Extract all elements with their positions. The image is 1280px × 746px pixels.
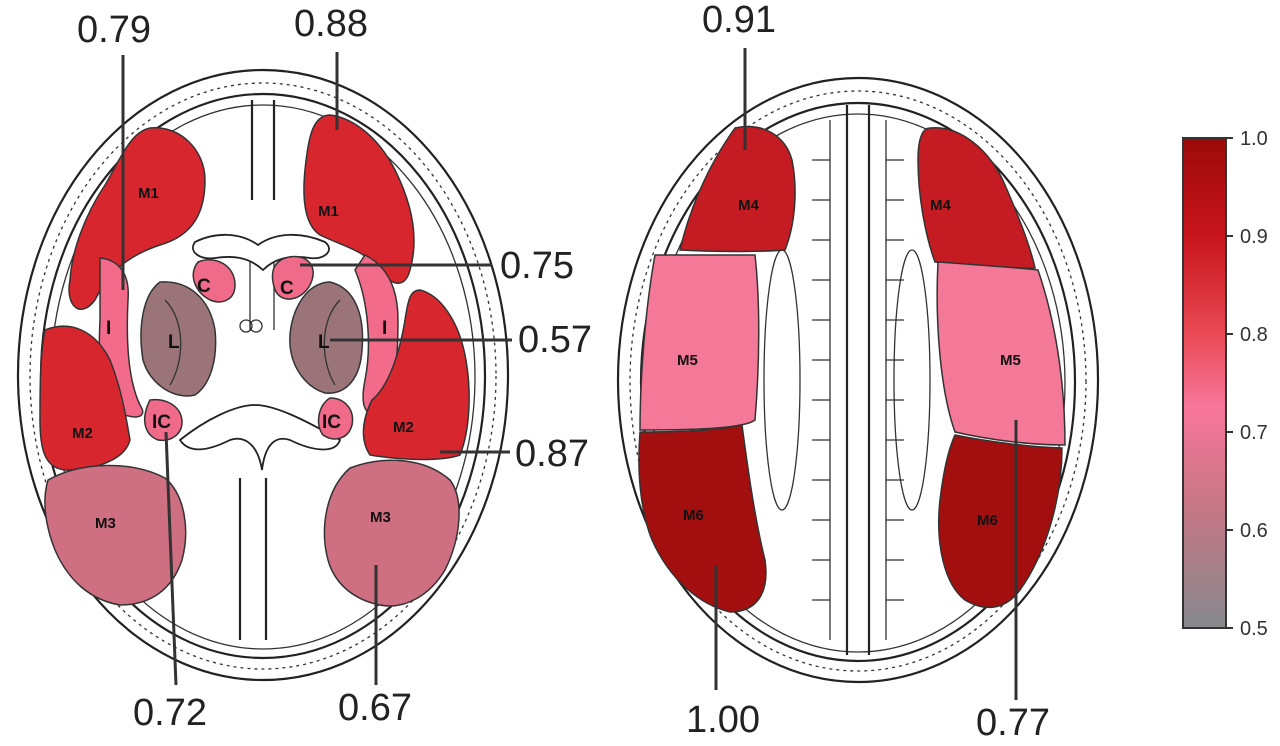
value-077: 0.77 (976, 702, 1050, 744)
value-091: 0.91 (702, 0, 776, 41)
left-lentiform-arc-r (323, 299, 341, 386)
leader-072 (164, 431, 178, 686)
left-region-ic-r (317, 397, 354, 440)
left-ventricle-back (178, 404, 342, 471)
left-label-ic-l: IC (152, 412, 171, 433)
left-region-m2-l (39, 325, 131, 471)
right-region-m6-r (937, 434, 1063, 609)
right-ventricle-r (893, 249, 931, 511)
left-region-m3-l (44, 464, 187, 606)
left-lentiform-arc-l (164, 299, 182, 386)
value-067: 0.67 (338, 687, 412, 729)
left-region-m1-l (68, 127, 206, 310)
left-region-l-r (289, 281, 364, 394)
left-midline-front (250, 100, 276, 200)
value-088: 0.88 (294, 3, 368, 45)
left-label-m1-r: M1 (318, 203, 339, 220)
left-region-c-l (192, 259, 236, 303)
left-label-m3-l: M3 (95, 515, 116, 532)
left-fornix-r (249, 319, 263, 333)
colorbar-tick-05: 0.5 (1240, 618, 1268, 640)
colorbar-tick-07: 0.7 (1240, 422, 1268, 444)
left-region-l-l (140, 281, 217, 397)
left-label-m1-l: M1 (138, 185, 159, 202)
left-label-m3-r: M3 (370, 509, 391, 526)
right-region-m5-r (936, 261, 1066, 446)
right-label-m4-l: M4 (738, 197, 759, 214)
left-region-ic-l (143, 398, 183, 442)
colorbar-gradient (1182, 137, 1227, 629)
value-079: 0.79 (77, 9, 151, 51)
colorbar-tick-09: 0.9 (1240, 226, 1268, 248)
right-ventricle-l (763, 249, 801, 511)
left-skull-inner (29, 82, 497, 670)
right-slice: M4 M4 M5 M5 M6 M6 0.91 1.00 0.77 (616, 0, 1100, 744)
right-label-m6-l: M6 (683, 507, 704, 524)
right-label-m6-r: M6 (977, 512, 998, 529)
left-midline-back (238, 478, 268, 640)
value-100: 1.00 (686, 699, 760, 741)
left-ventricle-front (192, 233, 330, 272)
right-region-m5-l (639, 254, 760, 431)
value-087: 0.87 (515, 433, 589, 475)
right-skull-outer (616, 76, 1100, 684)
right-skull-inner (629, 90, 1087, 672)
value-075: 0.75 (500, 245, 574, 287)
right-region-m6-l (638, 424, 767, 613)
colorbar-tick-10: 1.0 (1240, 128, 1268, 150)
colorbar-ticks (1226, 137, 1233, 629)
colorbar-tick-06: 0.6 (1240, 520, 1268, 542)
value-057: 0.57 (518, 319, 592, 361)
left-region-m2-r (362, 289, 470, 461)
left-label-m2-l: M2 (72, 425, 93, 442)
left-slice: M1 M1 C C L L I I IC IC M2 M2 M3 M3 0.79… (16, 3, 592, 734)
right-region-m4-l (679, 125, 796, 253)
left-label-l-r: L (318, 332, 330, 353)
colorbar: 1.0 0.9 0.8 0.7 0.6 0.5 (1182, 128, 1268, 640)
left-label-i-l: I (106, 318, 111, 339)
left-label-m2-r: M2 (393, 419, 414, 436)
right-gyri-l (812, 120, 831, 640)
right-label-m4-r: M4 (930, 197, 951, 214)
colorbar-tick-08: 0.8 (1240, 324, 1268, 346)
right-gyri-r (885, 120, 904, 640)
left-region-c-r (271, 255, 314, 300)
left-fornix-l (239, 319, 253, 333)
right-label-m5-r: M5 (1000, 352, 1021, 369)
left-skull-outer (16, 68, 510, 682)
value-072: 0.72 (133, 692, 207, 734)
left-label-i-r: I (382, 318, 387, 339)
left-label-c-l: C (197, 276, 211, 297)
left-label-ic-r: IC (322, 412, 341, 433)
left-label-c-r: C (280, 278, 294, 299)
right-midline (845, 105, 871, 655)
left-region-m3-r (323, 459, 460, 607)
left-label-l-l: L (168, 332, 180, 353)
right-label-m5-l: M5 (677, 352, 698, 369)
